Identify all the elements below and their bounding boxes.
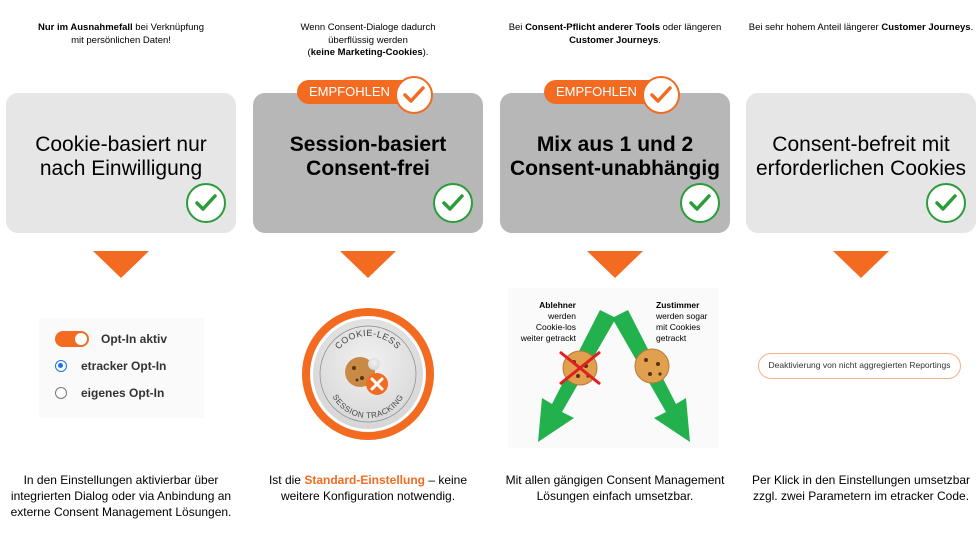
option-column-cookie-consent: Nur im Ausnahmefall bei Verknüpfung mit … [6, 0, 236, 554]
mix-right-title: Zustimmer [656, 300, 700, 310]
card-title-line1: Consent-befreit mit [772, 133, 950, 156]
check-icon [186, 183, 226, 223]
note-text: bei Verknüpfung [132, 22, 204, 33]
card-title: Consent-befreit mit erforderlichen Cooki… [746, 133, 976, 181]
mix-right-line2: mit Cookies [656, 322, 701, 332]
note-text: Bei sehr hohem Anteil längerer [748, 22, 882, 33]
optin-toggle-row[interactable]: Opt-In aktiv [55, 329, 167, 349]
optin-toggle-label: Opt-In aktiv [101, 332, 168, 346]
note-text: oder längeren [660, 22, 722, 33]
note-text: . [658, 34, 661, 46]
radio-label: etracker Opt-In [81, 359, 167, 373]
cookie-icon [634, 348, 670, 384]
option-column-mix: Bei Consent-Pflicht anderer Tools oder l… [500, 0, 730, 554]
note-text-line2: mit persönlichen Daten! [71, 34, 171, 46]
down-arrow-icon [340, 251, 396, 278]
note-text-line1: Wenn Consent-Dialoge dadurch [300, 22, 436, 33]
desc-text: Ist die [268, 473, 305, 487]
option-description: Per Klick in den Einstellungen umsetzbar… [751, 473, 971, 503]
note-bold: Customer Journeys [881, 22, 971, 33]
radio-own-optin[interactable]: eigenes Opt-In [55, 383, 164, 403]
optin-toggle[interactable] [55, 331, 89, 347]
mix-right-line3: getrackt [656, 333, 687, 343]
badge-check-icon [642, 76, 680, 114]
note-text: Bei [508, 22, 526, 33]
radio-etracker-optin[interactable]: etracker Opt-In [55, 356, 166, 376]
note-bold: Customer Journeys [569, 34, 659, 46]
card-title-line1: Cookie-basiert nur [35, 133, 207, 156]
option-card[interactable]: Consent-befreit mit erforderlichen Cooki… [746, 93, 976, 233]
cross-icon [559, 350, 601, 386]
mix-split-diagram [508, 288, 718, 448]
card-title: Session-basiert Consent-frei [253, 133, 483, 181]
deactivate-reporting-button[interactable]: Deaktivierung von nicht aggregierten Rep… [758, 353, 961, 379]
option-note: Bei Consent-Pflicht anderer Tools oder l… [500, 22, 730, 47]
option-description: Ist die Standard-Einstellung – keine wei… [253, 472, 483, 504]
option-description: In den Einstellungen aktivierbar über in… [10, 473, 232, 519]
mix-right-line1: werden sogar [656, 311, 708, 321]
note-bold: Consent-Pflicht anderer Tools [525, 22, 661, 33]
check-icon [680, 183, 720, 223]
option-card[interactable]: Cookie-basiert nur nach Einwilligung [6, 93, 236, 233]
option-column-session-based: Wenn Consent-Dialoge dadurch überflüssig… [253, 0, 483, 554]
card-title: Cookie-basiert nur nach Einwilligung [6, 133, 236, 181]
note-text: . [970, 22, 974, 33]
card-title: Mix aus 1 und 2 Consent-unabhängig [500, 133, 730, 181]
option-note: Bei sehr hohem Anteil längerer Customer … [746, 22, 976, 35]
desc-highlight: Standard-Einstellung [304, 473, 425, 487]
card-title-line2: Consent-frei [306, 157, 430, 180]
card-title-line2: erforderlichen Cookies [755, 157, 967, 180]
mix-left-title: Ablehner [539, 300, 576, 310]
radio-button-selected[interactable] [55, 360, 67, 372]
note-text-line2: überflüssig werden [328, 34, 408, 46]
check-icon [433, 183, 473, 223]
card-title-line1: Session-basiert [289, 133, 447, 156]
option-card[interactable]: EMPFOHLEN Mix aus 1 und 2 Consent-unabhä… [500, 76, 730, 233]
note-bold: Nur im Ausnahmefall [38, 22, 133, 33]
radio-label: eigenes Opt-In [81, 386, 165, 400]
note-bold: keine Marketing-Cookies [310, 47, 423, 58]
option-note: Nur im Ausnahmefall bei Verknüpfung mit … [6, 22, 236, 47]
radio-button[interactable] [55, 387, 67, 399]
option-column-consent-free: Bei sehr hohem Anteil längerer Customer … [746, 0, 976, 554]
cookieless-seal-icon: COOKIE-LESS SESSION TRACKING [302, 308, 434, 440]
option-note: Wenn Consent-Dialoge dadurch überflüssig… [253, 22, 483, 60]
card-title-line1: Mix aus 1 und 2 [536, 133, 694, 156]
option-card[interactable]: EMPFOHLEN Session-basiert Consent-frei [253, 76, 483, 233]
option-description: Mit allen gängigen Consent Management Lö… [505, 473, 725, 503]
card-title-line2: Consent-unabhängig [510, 157, 720, 180]
note-paren: ). [422, 47, 429, 58]
down-arrow-icon [833, 251, 889, 278]
check-icon [926, 183, 966, 223]
mix-left-label: Ablehner werden Cookie-los weiter getrac… [520, 300, 576, 344]
note-paren: ( [307, 47, 311, 58]
desc-text: – keine weitere Konfiguration notwendig. [280, 473, 468, 503]
mix-left-line2: Cookie-los [535, 322, 576, 332]
badge-check-icon [395, 76, 433, 114]
down-arrow-icon [587, 251, 643, 278]
mix-left-line1: werden [548, 311, 576, 321]
card-title-line2: nach Einwilligung [39, 157, 203, 180]
mix-left-line3: weiter getrackt [520, 333, 576, 343]
mix-right-label: Zustimmer werden sogar mit Cookies getra… [656, 300, 720, 344]
down-arrow-icon [93, 251, 149, 278]
optin-settings-panel: Opt-In aktiv etracker Opt-In eigenes Opt… [39, 318, 204, 418]
